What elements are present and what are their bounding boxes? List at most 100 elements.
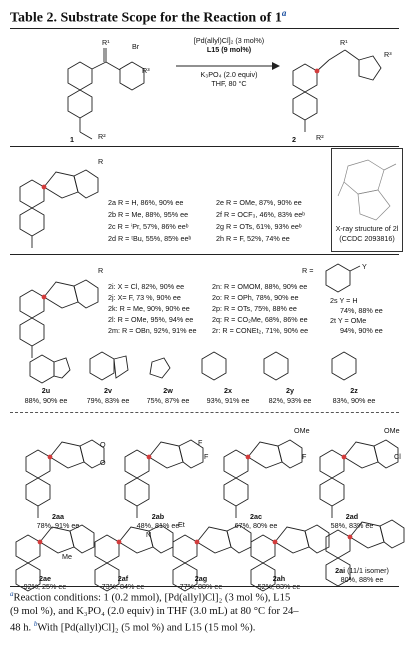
rule-scheme: [10, 146, 399, 147]
sm-group-r3: R³: [142, 66, 150, 75]
row3-id-0: 2u: [41, 386, 51, 395]
row4-val-0: 78%, 91% ee: [36, 521, 80, 530]
aryl-2s-val: 74%, 88% ee: [340, 306, 383, 315]
set2-right-3: 2q: R = CO₂Me, 68%, 86% ee: [212, 315, 308, 324]
set2-left-4: 2m: R = OBn, 92%, 91% ee: [108, 326, 197, 335]
row4-val-1: 48%, 81% ee: [136, 521, 180, 530]
footnote-a-line-2: (9 mol %), and K₃PO₄ (2.0 equiv) in THF …: [10, 605, 299, 617]
row4-id-2: 2ac: [250, 512, 262, 521]
prod-group-r3: R³: [384, 50, 392, 59]
row3-fragments: [29, 351, 357, 384]
prod-structure: [292, 49, 382, 132]
row4-sub-3-a: OMe: [384, 426, 400, 435]
set1-left-1: 2b R = Me, 88%, 95% ee: [108, 210, 189, 219]
row4-structures: [25, 439, 399, 518]
row4-sub-1-b: F: [204, 452, 209, 461]
set1-structure: [19, 169, 99, 248]
row5-id-0: 2ae: [39, 574, 51, 583]
prod-group-r1: R¹: [340, 38, 348, 47]
set1-right-0: 2e R = OMe, 87%, 90% ee: [216, 198, 302, 207]
sm-structure: [67, 48, 145, 140]
rule-set1: [10, 254, 399, 255]
sm-group-r1: R¹: [102, 38, 110, 47]
row4-sub-2-b: F: [302, 452, 307, 461]
row3-val-3: 93%, 91% ee: [206, 396, 250, 405]
row3-val-4: 82%, 93% ee: [268, 396, 312, 405]
set1-right-2: 2g R = OTs, 61%, 93% eeᵇ: [216, 222, 302, 231]
set2-rgroup: R: [98, 266, 104, 275]
rule-bottom: [10, 586, 399, 587]
aryl-y-label: Y: [362, 262, 367, 271]
row4-sub-2-a: OMe: [294, 426, 310, 435]
set1-left-3: 2d R = ᵗBu, 55%, 85% eeᵇ: [108, 234, 192, 243]
row3-val-2: 75%, 87% ee: [146, 396, 190, 405]
set2-right-1: 2o: R = OPh, 78%, 90% ee: [212, 293, 299, 302]
aryl-2t: 2t Y = OMe: [330, 316, 367, 325]
set2-right-4: 2r: R = CONEt₂, 71%, 90% ee: [212, 326, 309, 335]
row4-id-3: 2ad: [345, 512, 359, 521]
sm-group-r2: R²: [98, 132, 106, 141]
row5-structures: [15, 519, 405, 592]
row4-val-2: 67%, 80% ee: [234, 521, 278, 530]
row4-id-1: 2ab: [151, 512, 165, 521]
reagent-1: [Pd(allyl)Cl]₂ (3 mol%): [193, 36, 265, 45]
prod-label: 2: [292, 135, 296, 144]
set1-rgroup: R: [98, 157, 104, 166]
aryl-ring: [325, 263, 361, 293]
row5-id-3: 2ah: [272, 574, 286, 583]
reagent-4: THF, 80 °C: [211, 79, 247, 88]
row3-val-0: 88%, 90% ee: [24, 396, 68, 405]
row3-id-2: 2w: [163, 386, 173, 395]
table-title: Table 2. Substrate Scope for the Reactio…: [10, 8, 287, 26]
rule-top: [10, 28, 399, 29]
footnotes: aReaction conditions: 1 (0.2 mmol), [Pd(…: [10, 588, 402, 634]
row3-id-5: 2z: [350, 386, 358, 395]
row5-id-1: 2af: [117, 574, 129, 583]
set1-right-1: 2f R = OCF₃, 46%, 83% eeᵇ: [216, 210, 305, 219]
set2-right-2: 2p: R = OTs, 75%, 88% ee: [212, 304, 297, 313]
row5-sub-0: Me: [62, 552, 72, 561]
row4-sub-0-b: O: [100, 458, 106, 467]
aryl-2t-val: 94%, 90% ee: [340, 326, 383, 335]
aryl-r-label: R =: [302, 266, 314, 275]
footnote-a-line-3: 48 h. bWith [Pd(allyl)Cl]₂ (5 mol %) and…: [10, 619, 256, 634]
xray-caption-2: (CCDC 2093816): [339, 234, 395, 243]
set2-left-3: 2l: R = OMe, 95%, 94% ee: [108, 315, 194, 324]
row3-id-3: 2x: [224, 386, 232, 395]
sm-group-br: Br: [132, 42, 140, 51]
set2-left-1: 2j: X= F, 73 %, 90% ee: [108, 293, 181, 302]
row5-id-4: 2ai (11/1 isomer): [335, 566, 389, 575]
rule-dashed: [10, 412, 399, 413]
set1-right-3: 2h R = F, 52%, 74% ee: [216, 234, 290, 243]
row3-id-1: 2v: [104, 386, 112, 395]
aryl-2s: 2s Y = H: [330, 296, 358, 305]
footnote-a-line-1: aReaction conditions: 1 (0.2 mmol), [Pd(…: [10, 590, 291, 604]
row3-val-5: 83%, 90% ee: [332, 396, 376, 405]
set2-structure: [19, 279, 99, 358]
footnote-ref: a: [281, 8, 287, 18]
xray-sketch: [337, 159, 397, 221]
xray-box: [331, 148, 403, 252]
sm-label: 1: [70, 135, 74, 144]
xray-caption-1: X-ray structure of 2l: [335, 224, 399, 233]
row3-val-1: 79%, 83% ee: [86, 396, 130, 405]
row4-val-3: 58%, 83% ee: [330, 521, 374, 530]
set2-left-0: 2i: X = Cl, 82%, 90% ee: [108, 282, 185, 291]
row4-sub-1-a: F: [198, 438, 203, 447]
row5-sub-2: Et: [178, 520, 185, 529]
row5-sub-1: N: [146, 530, 152, 539]
row5-id-2: 2ag: [194, 574, 208, 583]
set2-left-2: 2k: R = Me, 90%, 90% ee: [108, 304, 190, 313]
row4-sub-3-b: Cl: [394, 452, 401, 461]
reagent-2: L15 (9 mol%): [206, 45, 252, 54]
set2-right-0: 2n: R = OMOM, 88%, 90% ee: [212, 282, 308, 291]
row5-val-4: 80%, 88% ee: [340, 575, 384, 584]
set1-left-0: 2a R = H, 86%, 90% ee: [108, 198, 184, 207]
row4-id-0: 2aa: [52, 512, 64, 521]
prod-group-r2: R²: [316, 133, 324, 142]
row3-id-4: 2y: [286, 386, 294, 395]
row4-sub-0-a: O: [100, 440, 106, 449]
set1-left-2: 2c R = ⁱPr, 57%, 86% eeᵇ: [108, 222, 189, 231]
reagent-3: K₃PO₄ (2.0 equiv): [200, 70, 258, 79]
